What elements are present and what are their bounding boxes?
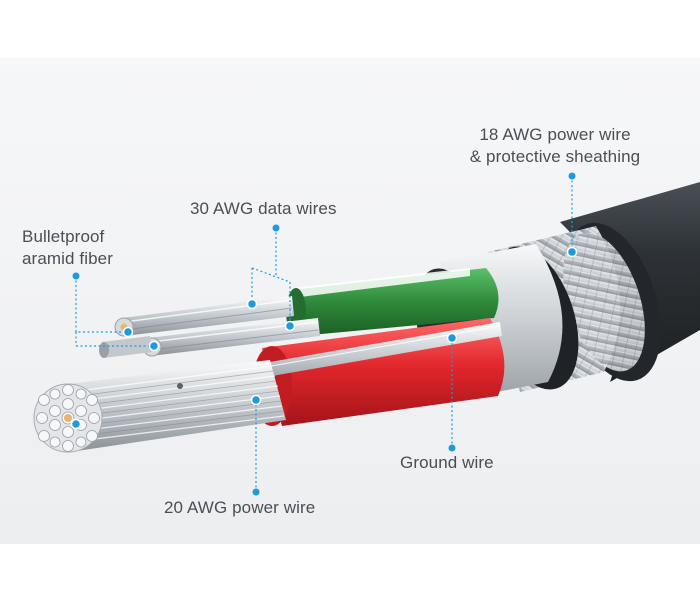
label-18-awg-power: 18 AWG power wire & protective sheathing: [448, 124, 662, 168]
label-30-awg-data: 30 AWG data wires: [190, 199, 337, 218]
label-18-awg-line1: 18 AWG power wire: [479, 125, 631, 144]
label-aramid-line1: Bulletproof: [22, 227, 105, 246]
label-ground-wire: Ground wire: [400, 453, 494, 472]
label-20-awg-power: 20 AWG power wire: [164, 498, 316, 517]
label-aramid-fiber: Bulletproof aramid fiber: [22, 226, 113, 270]
callout-dots: [70, 172, 578, 496]
label-18-awg-line2: & protective sheathing: [469, 147, 641, 166]
label-aramid-line2: aramid fiber: [22, 249, 113, 268]
power-wire-strands: [33, 360, 286, 453]
aramid-filler: [99, 336, 152, 358]
callout-lines: [75, 176, 573, 492]
